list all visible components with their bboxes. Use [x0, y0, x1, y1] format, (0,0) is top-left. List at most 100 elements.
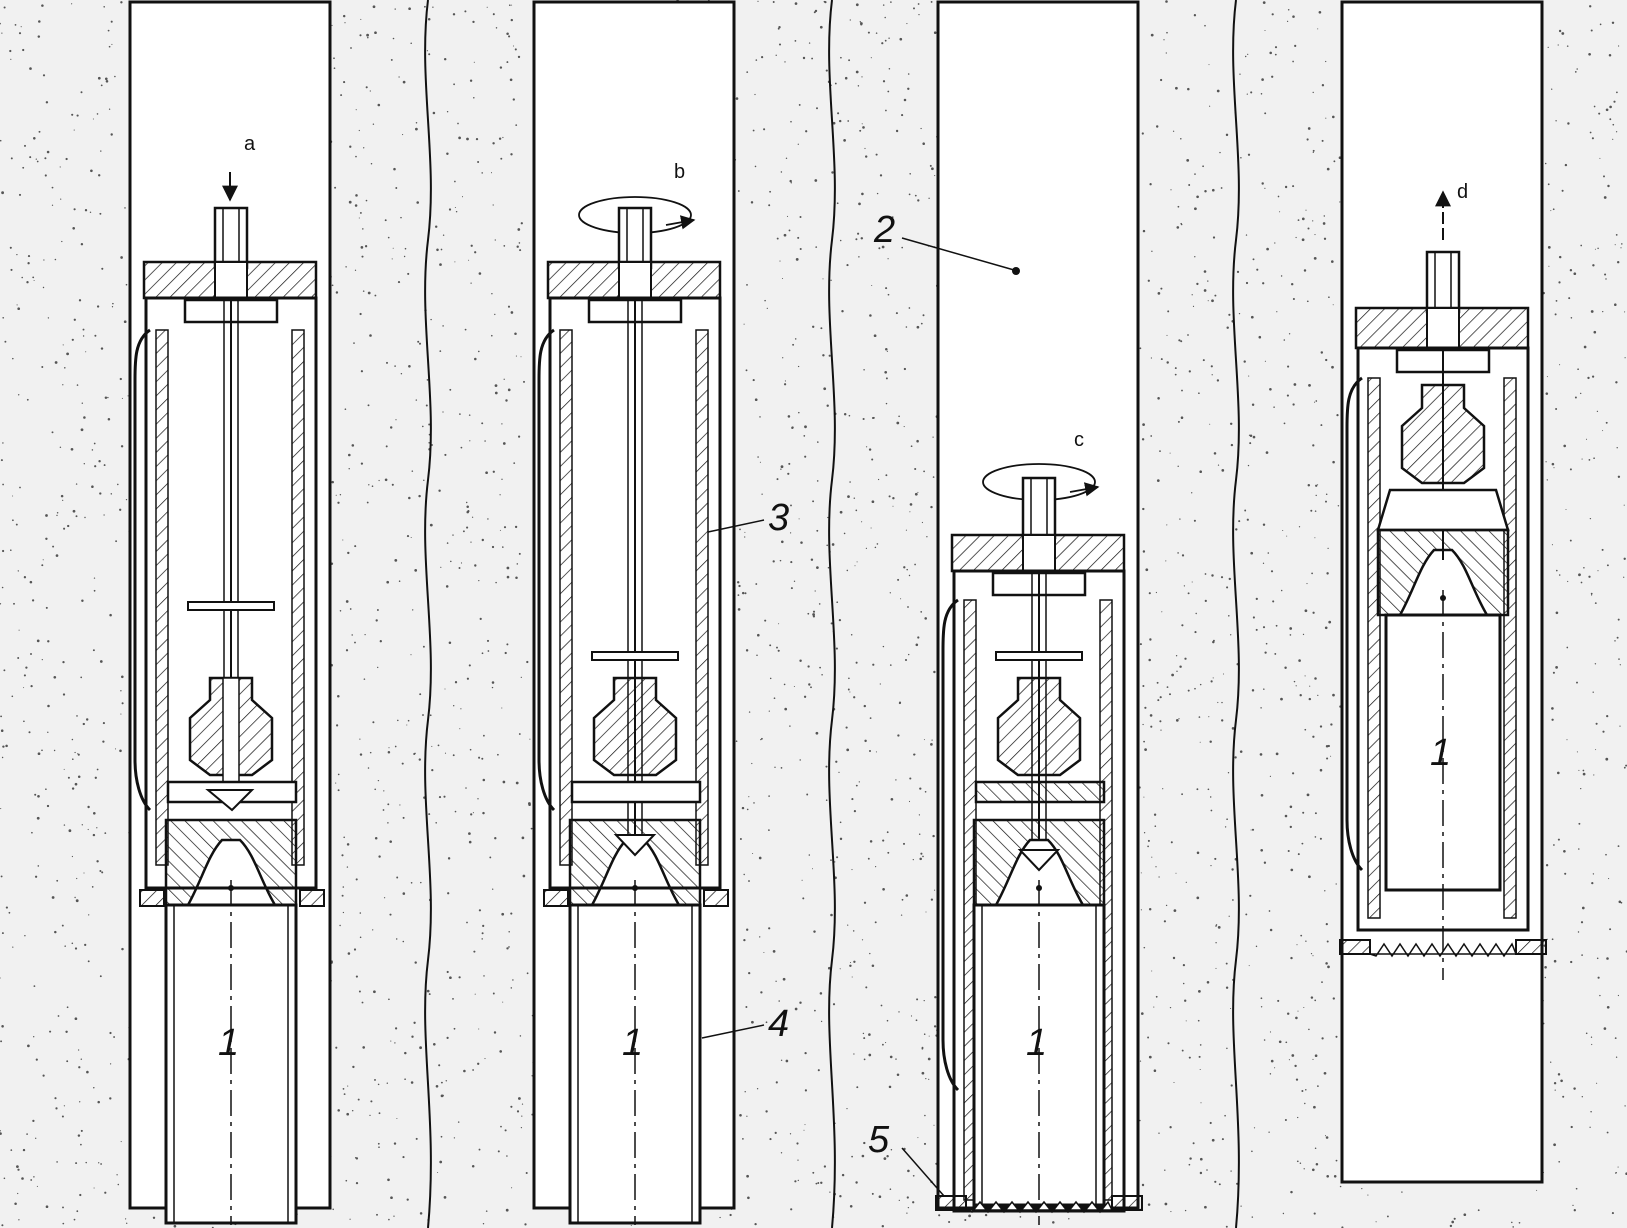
- soil-speckle: [797, 143, 799, 145]
- soil-speckle: [1203, 270, 1207, 273]
- soil-speckle: [1294, 1064, 1297, 1068]
- soil-speckle: [337, 789, 340, 792]
- soil-speckle: [60, 494, 64, 498]
- soil-speckle: [1148, 908, 1152, 911]
- soil-speckle: [1590, 29, 1593, 32]
- soil-speckle: [772, 950, 776, 953]
- soil-speckle: [1248, 375, 1250, 377]
- soil-speckle: [830, 84, 833, 86]
- soil-speckle: [1246, 518, 1249, 521]
- soil-speckle: [1225, 133, 1229, 137]
- soil-speckle: [81, 599, 84, 602]
- soil-speckle: [358, 217, 360, 219]
- soil-speckle: [54, 258, 57, 261]
- soil-speckle: [1293, 383, 1297, 386]
- soil-speckle: [342, 1088, 345, 1090]
- soil-speckle: [498, 137, 502, 140]
- soil-speckle: [472, 20, 475, 24]
- soil-speckle: [335, 291, 339, 294]
- soil-speckle: [1289, 634, 1292, 636]
- soil-speckle: [1198, 990, 1201, 993]
- soil-speckle: [1578, 848, 1580, 850]
- soil-speckle: [1312, 735, 1315, 738]
- soil-speckle: [1558, 1160, 1561, 1163]
- soil-speckle: [1204, 573, 1207, 575]
- soil-speckle: [349, 608, 352, 610]
- soil-speckle: [925, 911, 927, 913]
- soil-speckle: [1605, 421, 1608, 424]
- soil-speckle: [896, 1073, 900, 1077]
- soil-speckle: [1175, 86, 1178, 90]
- soil-speckle: [74, 751, 76, 754]
- soil-speckle: [1321, 84, 1325, 87]
- soil-speckle: [832, 121, 836, 125]
- soil-speckle: [117, 483, 119, 486]
- soil-speckle: [1199, 683, 1202, 686]
- soil-speckle: [60, 198, 62, 200]
- soil-speckle: [1605, 757, 1609, 761]
- soil-speckle: [1247, 153, 1251, 156]
- soil-speckle: [1211, 188, 1215, 192]
- soil-speckle: [819, 666, 821, 669]
- soil-speckle: [515, 781, 519, 785]
- soil-speckle: [396, 1117, 398, 1120]
- soil-speckle: [502, 136, 504, 139]
- soil-speckle: [358, 990, 361, 993]
- soil-speckle: [1147, 839, 1150, 842]
- soil-speckle: [408, 365, 411, 368]
- soil-speckle: [96, 305, 100, 308]
- soil-speckle: [1288, 333, 1291, 335]
- soil-speckle: [348, 468, 350, 470]
- soil-speckle: [71, 338, 74, 341]
- soil-speckle: [518, 733, 521, 735]
- soil-speckle: [1198, 1055, 1201, 1058]
- soil-speckle: [417, 340, 420, 343]
- soil-speckle: [397, 281, 401, 284]
- soil-speckle: [737, 608, 741, 611]
- soil-speckle: [1211, 574, 1214, 577]
- soil-speckle: [382, 809, 385, 811]
- soil-speckle: [1576, 681, 1578, 684]
- soil-speckle: [855, 238, 858, 241]
- soil-speckle: [879, 683, 881, 685]
- soil-speckle: [404, 247, 407, 250]
- soil-speckle: [383, 897, 386, 899]
- soil-speckle: [387, 750, 391, 754]
- soil-speckle: [404, 1078, 406, 1081]
- soil-speckle: [119, 377, 122, 381]
- soil-speckle: [71, 787, 75, 790]
- soil-speckle: [1317, 1085, 1319, 1087]
- soil-speckle: [1553, 467, 1555, 469]
- soil-speckle: [819, 992, 823, 995]
- soil-speckle: [377, 1083, 380, 1086]
- soil-speckle: [1285, 1041, 1288, 1044]
- soil-speckle: [1269, 775, 1271, 777]
- soil-speckle: [346, 843, 350, 846]
- soil-speckle: [1269, 928, 1273, 932]
- soil-speckle: [799, 659, 802, 663]
- soil-speckle: [859, 129, 862, 132]
- soil-speckle: [393, 1215, 395, 1217]
- soil-speckle: [1221, 719, 1224, 722]
- soil-speckle: [1576, 751, 1578, 753]
- soil-speckle: [1, 1025, 4, 1028]
- soil-speckle: [820, 1181, 823, 1185]
- soil-speckle: [77, 1049, 80, 1051]
- soil-speckle: [1220, 187, 1223, 189]
- soil-speckle: [964, 1218, 967, 1222]
- soil-speckle: [25, 666, 28, 669]
- soil-speckle: [506, 643, 509, 646]
- soil-speckle: [929, 164, 932, 167]
- soil-speckle: [1166, 524, 1168, 526]
- soil-speckle: [1230, 634, 1232, 636]
- soil-speckle: [3, 6, 6, 9]
- soil-speckle: [814, 179, 818, 182]
- soil-speckle: [92, 833, 96, 837]
- soil-speckle: [419, 1046, 422, 1050]
- soil-speckle: [54, 1097, 57, 1100]
- soil-speckle: [922, 314, 925, 317]
- soil-speckle: [807, 665, 810, 668]
- soil-speckle: [1160, 729, 1162, 731]
- soil-speckle: [790, 120, 792, 123]
- soil-speckle: [367, 404, 370, 407]
